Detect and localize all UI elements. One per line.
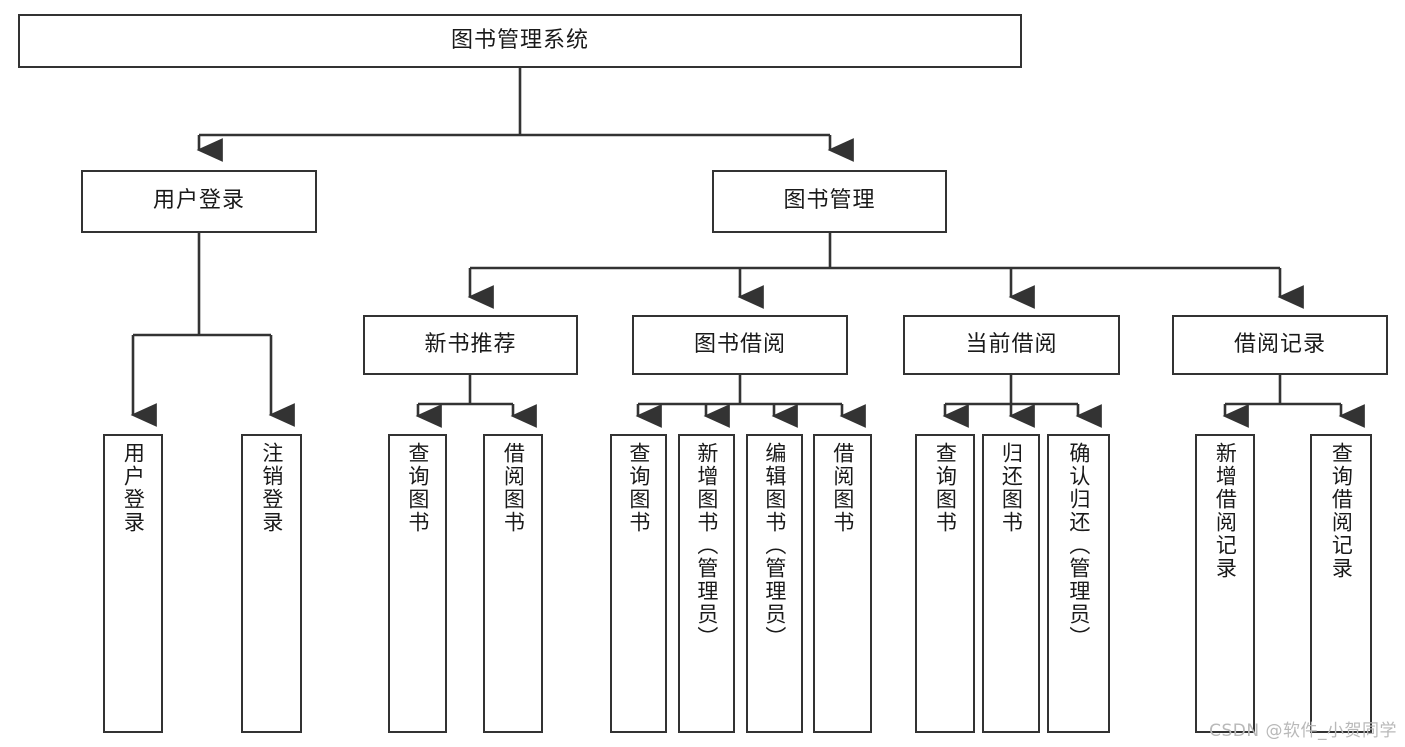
node-leaf-confirm-return[interactable]: 确认归还（管理员）	[1047, 434, 1110, 733]
node-leaf-add-record[interactable]: 新增借阅记录	[1195, 434, 1255, 733]
node-leaf-logout[interactable]: 注销登录	[241, 434, 302, 733]
csdn-watermark: CSDN @软件_小贺同学	[1209, 721, 1397, 741]
node-borrow-record-label: 借阅记录	[1233, 331, 1326, 357]
node-leaf-user-login[interactable]: 用户登录	[103, 434, 163, 733]
node-leaf-add-record-label: 新增借阅记录	[1213, 442, 1238, 580]
node-leaf-logout-label: 注销登录	[259, 442, 284, 534]
node-current-borrow-label: 当前借阅	[965, 331, 1058, 357]
node-leaf-query-book-3-label: 查询图书	[933, 442, 958, 534]
node-leaf-return-book[interactable]: 归还图书	[982, 434, 1040, 733]
node-root[interactable]: 图书管理系统	[18, 14, 1022, 68]
node-leaf-query-book-1[interactable]: 查询图书	[388, 434, 447, 733]
node-root-label: 图书管理系统	[450, 27, 589, 53]
node-leaf-borrow-book-2[interactable]: 借阅图书	[813, 434, 872, 733]
node-borrow-record[interactable]: 借阅记录	[1172, 315, 1388, 375]
node-user-login[interactable]: 用户登录	[81, 170, 317, 233]
node-leaf-query-record[interactable]: 查询借阅记录	[1310, 434, 1372, 733]
node-current-borrow[interactable]: 当前借阅	[903, 315, 1120, 375]
node-leaf-edit-book[interactable]: 编辑图书（管理员）	[746, 434, 803, 733]
node-leaf-query-book-1-label: 查询图书	[405, 442, 430, 534]
node-leaf-query-book-3[interactable]: 查询图书	[915, 434, 975, 733]
node-leaf-query-book-2-label: 查询图书	[626, 442, 651, 534]
node-leaf-borrow-book-2-label: 借阅图书	[830, 442, 855, 534]
node-new-book-recommend-label: 新书推荐	[424, 331, 517, 357]
node-leaf-add-book-label: 新增图书（管理员）	[694, 442, 719, 649]
node-leaf-add-book[interactable]: 新增图书（管理员）	[678, 434, 735, 733]
node-book-borrow-label: 图书借阅	[693, 331, 786, 357]
node-leaf-user-login-label: 用户登录	[121, 442, 146, 534]
node-leaf-query-record-label: 查询借阅记录	[1329, 442, 1354, 580]
node-leaf-edit-book-label: 编辑图书（管理员）	[762, 442, 787, 649]
node-leaf-borrow-book-1[interactable]: 借阅图书	[483, 434, 543, 733]
node-book-manage[interactable]: 图书管理	[712, 170, 947, 233]
node-user-login-label: 用户登录	[152, 188, 245, 214]
node-leaf-borrow-book-1-label: 借阅图书	[501, 442, 526, 534]
node-book-manage-label: 图书管理	[783, 188, 876, 214]
node-leaf-query-book-2[interactable]: 查询图书	[610, 434, 667, 733]
node-leaf-confirm-return-label: 确认归还（管理员）	[1066, 442, 1091, 649]
node-book-borrow[interactable]: 图书借阅	[632, 315, 848, 375]
node-leaf-return-book-label: 归还图书	[999, 442, 1024, 534]
node-new-book-recommend[interactable]: 新书推荐	[363, 315, 578, 375]
